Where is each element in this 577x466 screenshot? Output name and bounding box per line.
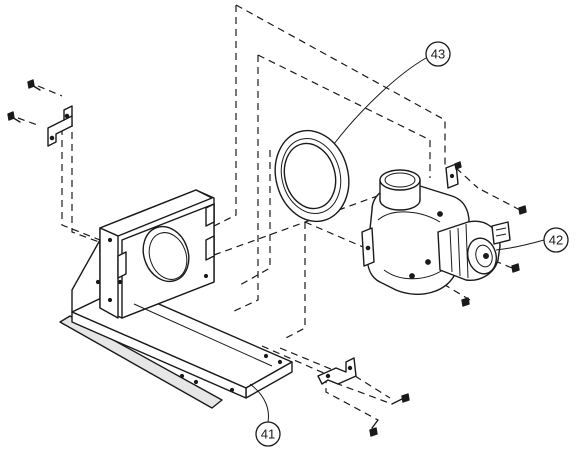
left-mounting-bracket (47, 105, 73, 147)
screw-icon (391, 393, 410, 405)
screw-icon (369, 419, 379, 437)
screw-icon (7, 111, 21, 123)
assembly-guide-lines (17, 4, 521, 421)
callout-41-label: 41 (261, 427, 275, 442)
screw-icon (454, 161, 462, 170)
callout-41: 41 (249, 383, 281, 447)
callout-42-label: 42 (549, 233, 563, 248)
screw-icon (461, 297, 470, 307)
gasket-ring (274, 129, 350, 223)
screw-icon (511, 263, 520, 273)
right-mounting-bracket (317, 357, 357, 385)
blower-motor-assembly (361, 163, 511, 295)
callout-43: 43 (333, 41, 451, 145)
callout-43-label: 43 (431, 47, 445, 62)
callout-42: 42 (495, 227, 569, 253)
blower-mounting-base (59, 189, 293, 409)
screw-icon (27, 79, 41, 91)
screw-icon (518, 205, 527, 215)
